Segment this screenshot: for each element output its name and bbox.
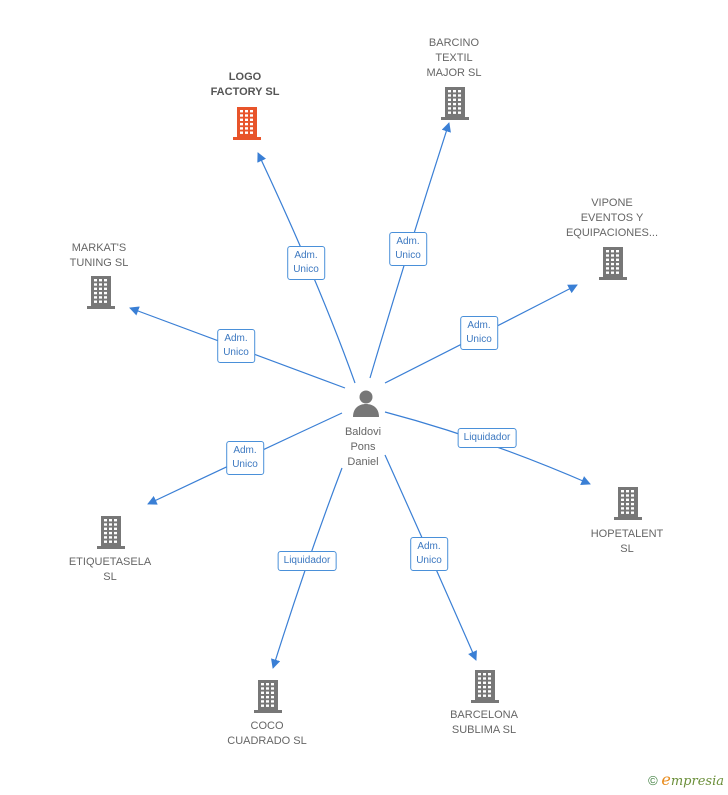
relation-badge-line: Adm. <box>467 320 491 331</box>
brand-logo[interactable]: empresia <box>661 770 724 789</box>
company-label-vipone[interactable]: VIPONE EVENTOS Y EQUIPACIONES... <box>566 196 658 241</box>
company-label-barcino-textil[interactable]: BARCINO TEXTIL MAJOR SL <box>426 36 481 81</box>
company-label-logo-factory[interactable]: LOGO FACTORY SL <box>211 70 280 100</box>
company-label-logo-factory-line: FACTORY SL <box>210 86 280 98</box>
company-label-markats-line: MARKAT'S <box>71 242 127 254</box>
company-label-vipone-line: VIPONE <box>591 197 633 209</box>
relation-edge-hopetalent <box>384 411 591 485</box>
person-name-label-line: Daniel <box>347 456 379 468</box>
building-icon[interactable] <box>599 246 627 280</box>
relation-badge-coco-cuadrado[interactable]: Liquidador <box>277 551 337 571</box>
relation-badge-hopetalent[interactable]: Liquidador <box>457 428 517 448</box>
company-label-markats-line: TUNING SL <box>69 257 129 269</box>
relation-badge-line: Adm. <box>396 236 420 247</box>
relation-badge-line: Unico <box>466 334 492 345</box>
relation-badge-line: Unico <box>395 250 421 261</box>
company-label-markats[interactable]: MARKAT'S TUNING SL <box>70 241 129 271</box>
relation-badge-barcelona-sublima[interactable]: Adm. Unico <box>410 537 448 571</box>
relation-badge-line: Unico <box>293 264 319 275</box>
company-label-barcelona-sublima[interactable]: BARCELONA SUBLIMA SL <box>450 708 518 738</box>
company-label-coco-cuadrado[interactable]: COCO CUADRADO SL <box>227 719 306 749</box>
relation-badge-line: Adm. <box>233 445 257 456</box>
company-label-vipone-line: EVENTOS Y <box>580 212 644 224</box>
company-label-barcelona-sublima-line: BARCELONA <box>450 709 518 721</box>
building-icon[interactable] <box>441 86 469 120</box>
relation-badge-line: Liquidador <box>283 555 331 566</box>
relation-badge-line: Unico <box>223 347 249 358</box>
relation-badge-barcino-textil[interactable]: Adm. Unico <box>389 232 427 266</box>
building-icon[interactable] <box>471 669 499 703</box>
company-label-hopetalent[interactable]: HOPETALENT SL <box>591 527 664 557</box>
relation-badge-line: Adm. <box>417 541 441 552</box>
relation-badge-line: Unico <box>416 555 442 566</box>
relation-badge-vipone[interactable]: Adm. Unico <box>460 316 498 350</box>
brand-footer: © empresia <box>648 770 724 789</box>
company-label-hopetalent-line: HOPETALENT <box>590 528 664 540</box>
relation-badge-markats[interactable]: Adm. Unico <box>217 329 255 363</box>
company-label-coco-cuadrado-line: COCO <box>250 720 284 732</box>
relation-badge-line: Unico <box>232 459 258 470</box>
relation-badge-line: Adm. <box>294 250 318 261</box>
relation-badge-etiquetasela[interactable]: Adm. Unico <box>226 441 264 475</box>
relation-badge-line: Liquidador <box>463 432 511 443</box>
company-label-logo-factory-line: LOGO <box>228 71 262 83</box>
company-label-etiquetasela-line: ETIQUETASELA <box>68 556 152 568</box>
company-label-hopetalent-line: SL <box>620 543 634 555</box>
company-label-coco-cuadrado-line: CUADRADO SL <box>227 735 307 747</box>
company-label-barcino-textil-line: TEXTIL <box>435 52 473 64</box>
person-icon[interactable] <box>351 388 381 418</box>
company-label-barcino-textil-line: BARCINO <box>428 37 480 49</box>
relation-badge-line: Adm. <box>224 333 248 344</box>
building-icon[interactable] <box>97 515 125 549</box>
building-icon[interactable] <box>87 275 115 309</box>
person-name-label-line: Baldovi <box>344 426 382 438</box>
company-label-barcino-textil-line: MAJOR SL <box>426 67 482 79</box>
building-icon[interactable] <box>614 486 642 520</box>
person-name-label-line: Pons <box>350 441 376 453</box>
company-label-etiquetasela-line: SL <box>103 571 117 583</box>
company-label-barcelona-sublima-line: SUBLIMA SL <box>451 724 517 736</box>
company-label-etiquetasela[interactable]: ETIQUETASELA SL <box>69 555 151 585</box>
copyright-symbol: © <box>648 773 658 788</box>
building-icon[interactable] <box>233 106 261 140</box>
company-label-vipone-line: EQUIPACIONES... <box>565 227 659 239</box>
building-icon[interactable] <box>254 679 282 713</box>
relation-badge-logo-factory[interactable]: Adm. Unico <box>287 246 325 280</box>
